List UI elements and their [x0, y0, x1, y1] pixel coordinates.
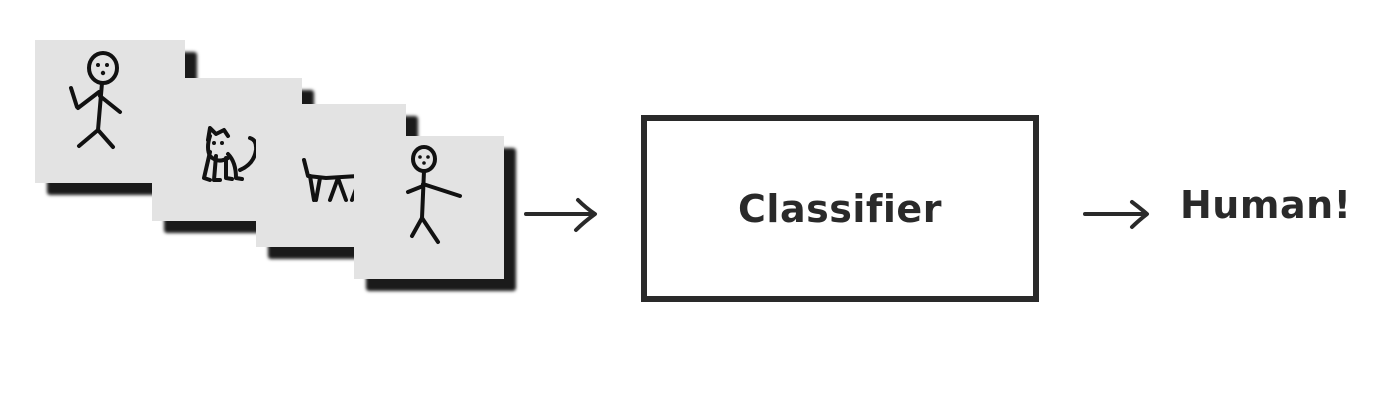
output-arrow-icon — [1083, 200, 1149, 229]
classifier-label: Classifier — [738, 186, 942, 231]
input-image-4 — [354, 136, 516, 291]
stick-figure-icon — [406, 145, 462, 244]
classifier-box: Classifier — [641, 115, 1039, 302]
cat-drawing-icon — [202, 126, 259, 182]
card-face — [354, 136, 504, 279]
stick-figure-icon — [69, 51, 122, 149]
input-arrow-icon — [524, 198, 597, 232]
output-label: Human! — [1180, 183, 1352, 227]
